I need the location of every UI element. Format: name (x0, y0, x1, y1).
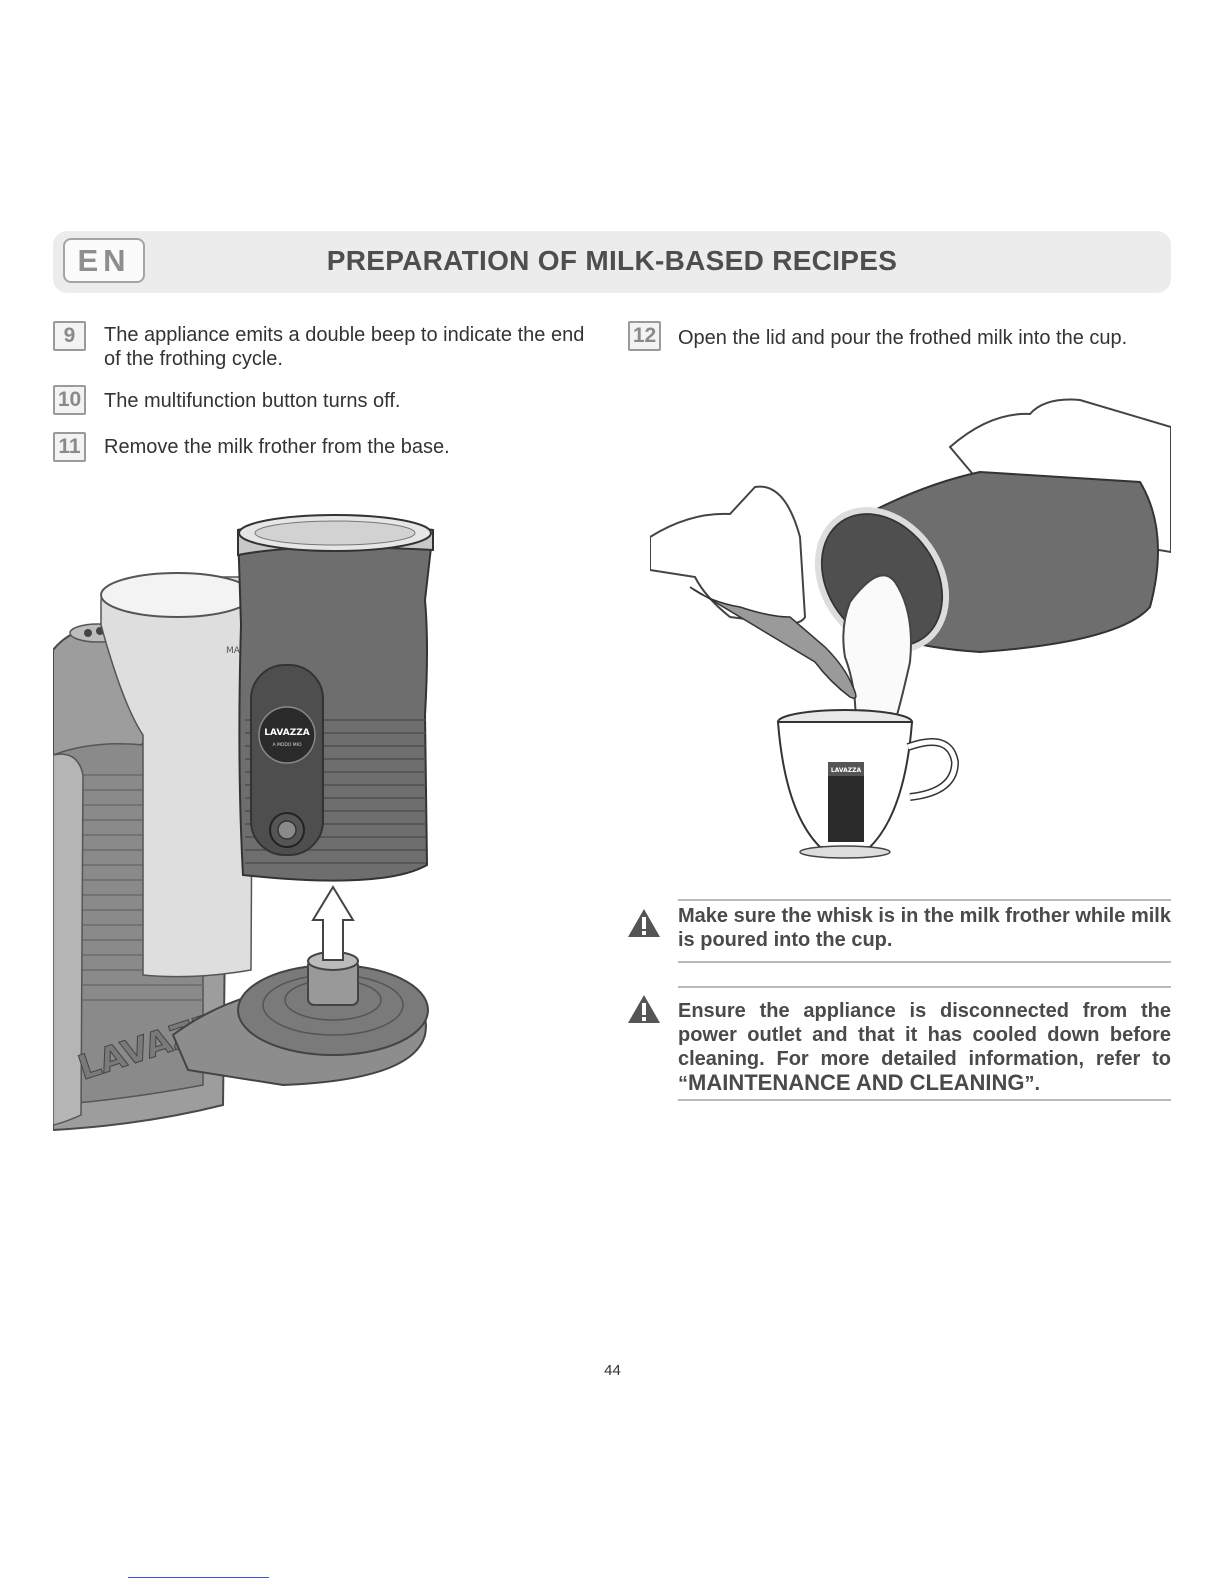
page-title: PREPARATION OF MILK-BASED RECIPES (326, 245, 898, 276)
step-number-11: 11 (53, 432, 86, 462)
warning-2-bottom-rule (678, 1099, 1171, 1101)
warning-1-text: Make sure the whisk is in the milk froth… (678, 904, 1171, 952)
footer-link-underline[interactable] (128, 1577, 269, 1578)
warning-icon (628, 995, 660, 1023)
warning-2-line-2: power outlet and that it has cooled down… (678, 1024, 1171, 1046)
step-10-text: The multifunction button turns off. (104, 390, 401, 412)
step-9-line-2: of the frothing cycle. (104, 348, 283, 370)
warning-2-line-3: cleaning. For more detailed information,… (678, 1048, 1171, 1070)
step-number-12: 12 (628, 321, 661, 351)
warning-2-line-4: “MAINTENANCE AND CLEANING”. (678, 1071, 1171, 1096)
step-9-line-1: The appliance emits a double beep to ind… (104, 324, 585, 346)
step-12-text: Open the lid and pour the frothed milk i… (678, 327, 1128, 349)
step-9-text: The appliance emits a double beep to ind… (104, 323, 584, 371)
warning-2-line-1: Ensure the appliance is disconnected fro… (678, 1000, 1171, 1022)
close-quote: ”. (1024, 1073, 1041, 1095)
tank-max-mark: MAX (226, 646, 246, 656)
step-number-9: 9 (53, 321, 86, 351)
frother-logo-subtext: A MODO MIO (272, 742, 302, 748)
language-badge: EN (63, 238, 145, 283)
page-number: 44 (604, 1362, 621, 1379)
warning-2-text: Ensure the appliance is disconnected fro… (678, 999, 1171, 1096)
section-header: EN PREPARATION OF MILK-BASED RECIPES (53, 231, 1171, 293)
warning-1-bottom-rule (678, 961, 1171, 963)
frother-removal-illustration: LAVAZZA MAX LAVAZZA A MODO MIO (53, 514, 435, 1132)
step-11-text: Remove the milk frother from the base. (104, 436, 450, 458)
warning-1-line-1: Make sure the whisk is in the milk froth… (678, 905, 1171, 927)
cup-logo-text: LAVAZZA (831, 767, 862, 774)
frother-logo-text: LAVAZZA (264, 728, 309, 738)
maintenance-reference: MAINTENANCE AND CLEANING (688, 1070, 1025, 1095)
step-number-10: 10 (53, 385, 86, 415)
warning-icon (628, 909, 660, 937)
warning-1-line-2: is poured into the cup. (678, 929, 893, 951)
warning-2-top-rule (678, 986, 1171, 988)
pouring-milk-illustration: LAVAZZA (650, 398, 1171, 859)
open-quote: “ (678, 1073, 688, 1095)
warning-1-top-rule (678, 899, 1171, 901)
